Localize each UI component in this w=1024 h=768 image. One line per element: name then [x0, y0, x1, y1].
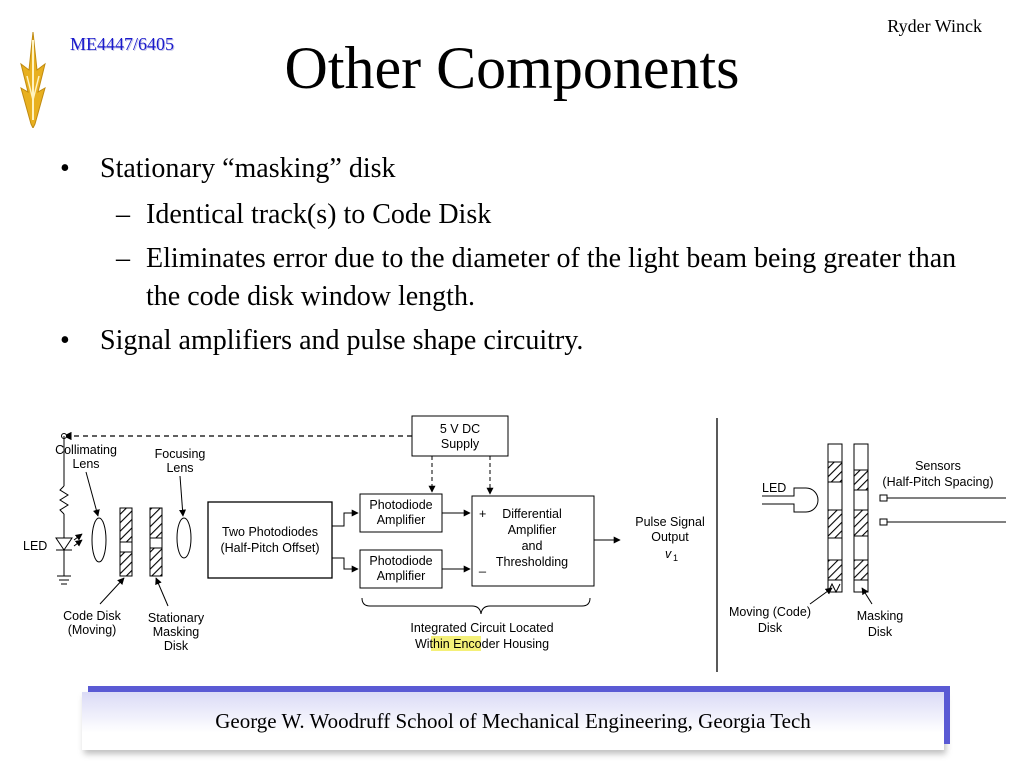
collimating-lens-label: Collimating Lens — [55, 443, 117, 471]
stationary-masking-disk-label: Stationary Masking Disk — [148, 611, 205, 653]
encoder-highlight — [431, 636, 481, 651]
svg-text:Pulse Signal: Pulse Signal — [635, 515, 705, 529]
differential-label-1: Differential — [502, 507, 562, 521]
sub-bullet-text: Eliminates error due to the diameter of … — [146, 243, 957, 312]
two-photodiodes-label: Two Photodiodes — [222, 525, 318, 539]
differential-label-2: Amplifier — [508, 523, 557, 537]
photodiode-amp-2-label: Photodiode — [369, 554, 432, 568]
svg-text:Disk: Disk — [164, 639, 189, 653]
photodiode-amp-2-sublabel: Amplifier — [377, 569, 426, 583]
svg-text:Disk: Disk — [868, 625, 893, 639]
svg-text:Masking: Masking — [857, 609, 904, 623]
collimating-lens-icon — [91, 517, 107, 563]
svg-text:Moving (Code): Moving (Code) — [729, 605, 811, 619]
two-photodiodes-box — [207, 501, 333, 579]
plus-sign: + — [479, 507, 486, 521]
code-disk-label: Code Disk (Moving) — [63, 609, 121, 637]
resistor-icon — [59, 485, 69, 515]
supply-label-2: Supply — [441, 437, 480, 451]
svg-text:Focusing: Focusing — [155, 447, 206, 461]
dash-mark: – — [116, 199, 130, 230]
svg-text:Within Encoder Housing: Within Encoder Housing — [415, 637, 549, 651]
focusing-lens-icon — [176, 517, 192, 559]
bullet-text: Stationary “masking” disk — [100, 153, 396, 184]
svg-text:Collimating: Collimating — [55, 443, 117, 457]
moving-code-disk-label: Moving (Code) Disk — [729, 605, 811, 635]
footer-text: George W. Woodruff School of Mechanical … — [215, 708, 811, 733]
focusing-lens-label: Focusing Lens — [155, 447, 206, 475]
differential-label-4: Thresholding — [496, 555, 568, 569]
led-label: LED — [23, 539, 47, 553]
ic-caption: Integrated Circuit Located Within Encode… — [410, 621, 554, 651]
course-code: ME4447/6405 — [70, 34, 175, 54]
svg-text:Disk: Disk — [758, 621, 783, 635]
photodiode-amplifier-1-box — [359, 493, 443, 533]
sub-bullet-identical-tracks: – Identical track(s) to Code Disk — [60, 196, 980, 234]
bullet-text: Signal amplifiers and pulse shape circui… — [100, 325, 584, 356]
moving-code-disk-strip — [827, 443, 843, 593]
masking-disk-label: Masking Disk — [857, 609, 904, 639]
svg-text:Integrated Circuit Located: Integrated Circuit Located — [410, 621, 553, 635]
svg-text:Stationary: Stationary — [148, 611, 205, 625]
encoder-diagram: Collimating Lens Focusing Lens LED — [23, 415, 1006, 672]
differential-amplifier-box — [471, 495, 595, 587]
dash-mark: – — [116, 243, 130, 274]
sub-bullet-text: Identical track(s) to Code Disk — [146, 199, 492, 230]
bullet-mark: • — [60, 153, 70, 184]
footer-banner: George W. Woodruff School of Mechanical … — [82, 692, 944, 750]
led-diode-icon — [55, 537, 73, 551]
svg-text:Masking: Masking — [153, 625, 200, 639]
bullet-list: • Stationary “masking” disk – Identical … — [60, 150, 980, 368]
svg-text:v: v — [665, 547, 672, 561]
author-name: Ryder Winck — [887, 16, 982, 36]
svg-text:Code Disk: Code Disk — [63, 609, 121, 623]
bullet-signal-amplifiers: • Signal amplifiers and pulse shape circ… — [60, 322, 980, 360]
masking-disk-icon — [149, 507, 163, 577]
svg-text:Lens: Lens — [166, 461, 193, 475]
svg-text:(Half-Pitch Spacing): (Half-Pitch Spacing) — [882, 475, 993, 489]
photodiode-amp-1-label: Photodiode — [369, 498, 432, 512]
bullet-masking-disk: • Stationary “masking” disk — [60, 150, 980, 188]
photodiode-amplifier-2-box — [359, 549, 443, 589]
sub-bullet-eliminates-error: – Eliminates error due to the diameter o… — [60, 240, 980, 316]
two-photodiodes-sublabel: (Half-Pitch Offset) — [220, 541, 319, 555]
georgia-tech-logo-icon — [20, 31, 46, 128]
code-disk-icon — [119, 507, 133, 577]
ic-brace — [361, 597, 591, 615]
bullet-mark: • — [60, 325, 70, 356]
masking-disk-strip — [853, 443, 869, 593]
svg-text:Output: Output — [651, 530, 689, 544]
supply-label-1: 5 V DC — [440, 422, 480, 436]
supply-box — [411, 415, 509, 457]
slide-title: Other Components — [284, 35, 740, 101]
right-led-icon — [762, 487, 819, 513]
svg-text:(Moving): (Moving) — [68, 623, 117, 637]
pulse-output-label: Pulse Signal Output v 1 — [635, 515, 705, 563]
svg-text:1: 1 — [673, 553, 678, 563]
photodiode-amp-1-sublabel: Amplifier — [377, 513, 426, 527]
right-led-label: LED — [762, 481, 786, 495]
minus-sign: _ — [478, 559, 487, 573]
sensors-label: Sensors (Half-Pitch Spacing) — [882, 459, 993, 489]
svg-text:Lens: Lens — [72, 457, 99, 471]
differential-label-3: and — [522, 539, 543, 553]
svg-text:Sensors: Sensors — [915, 459, 961, 473]
